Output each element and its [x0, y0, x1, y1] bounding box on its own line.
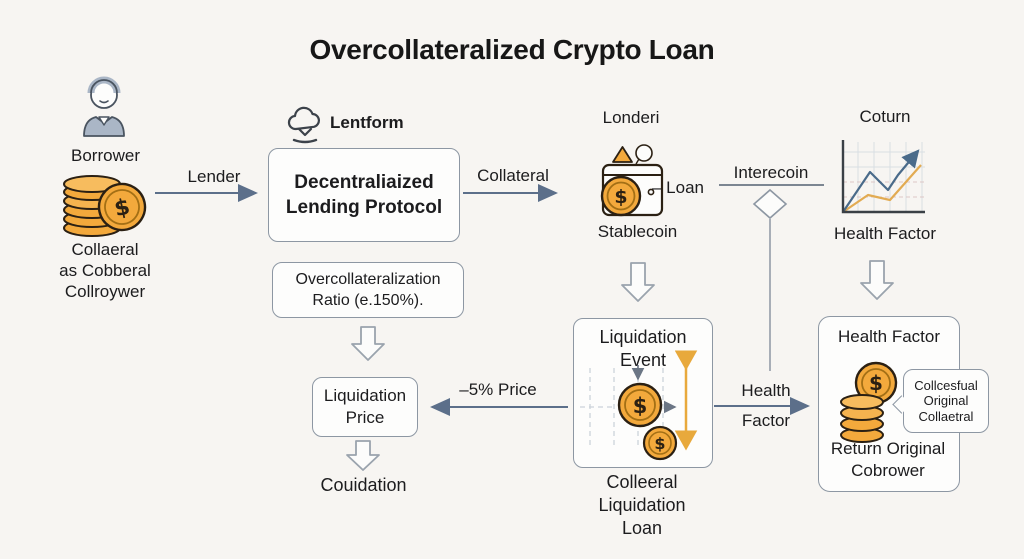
speech-bubble: Collcesfual Original Collaetral — [903, 369, 989, 433]
liquidation-price-text: Liquidation Price — [323, 386, 407, 427]
londeri-label: Londeri — [602, 108, 660, 127]
svg-text:$: $ — [654, 434, 665, 453]
liquidation-event-caption: Colleeral Liquidation Loan — [598, 472, 686, 538]
chart-title: Coturn — [859, 107, 911, 126]
liquidation-event-graphic: $ $ — [580, 350, 698, 461]
couidation-label: Couidation — [320, 475, 407, 495]
lending-protocol-text: Decentraliaized Lending Protocol — [285, 172, 443, 218]
ratio-text: Overcollateralization Ratio (e.150%). — [295, 271, 441, 309]
orange-series-line — [842, 164, 922, 213]
lending-protocol-box: Decentraliaized Lending Protocol — [268, 148, 460, 242]
ratio-box: Overcollateralization Ratio (e.150%). — [272, 262, 464, 318]
svg-text:$: $ — [869, 371, 883, 395]
down-block-arrow-stablecoin — [621, 262, 655, 302]
coin-stack-icon: $ — [840, 361, 898, 443]
chart-caption: Health Factor — [833, 224, 937, 243]
blue-series-line — [842, 149, 920, 213]
health-factor-arrow-label-top: Health — [741, 381, 791, 400]
down-block-arrow-ratio — [351, 326, 385, 361]
speech-bubble-text: Collcesfual Original Collaetral — [914, 377, 978, 424]
liquidation-price-box: Liquidation Price — [312, 377, 418, 437]
collateral-stack-label: Collaeral as Cobberal Collroywer — [59, 240, 151, 301]
down-block-arrow-price — [346, 440, 380, 471]
lender-arrow-label: Lender — [187, 167, 241, 186]
interest-arrow-label: Interecoin — [733, 163, 809, 182]
svg-text:$: $ — [112, 195, 132, 223]
svg-text:$: $ — [633, 394, 648, 418]
collateral-arrow-label: Collateral — [477, 166, 549, 185]
platform-label: Lentform — [330, 113, 404, 132]
page-title: Overcollateralized Crypto Loan — [309, 34, 715, 65]
svg-text:$: $ — [614, 186, 627, 208]
triangle-icon — [612, 146, 633, 163]
person-icon — [83, 76, 125, 137]
cloud-platform-icon — [287, 106, 320, 144]
diamond-connector — [752, 188, 788, 220]
health-factor-box-title: Health Factor — [837, 327, 941, 346]
stablecoin-label: Stablecoin — [597, 222, 678, 241]
mini-bubble-icon — [635, 144, 653, 162]
health-factor-arrow-label-bottom: Factor — [741, 411, 791, 430]
wallet-icon: $ — [600, 144, 664, 217]
line-chart-icon — [841, 140, 925, 214]
borrower-label: Borrower — [71, 146, 140, 165]
price-drop-label: –5% Price — [459, 380, 537, 399]
health-factor-box-caption: Return Original Cobrower — [830, 439, 946, 480]
loan-label: – Loan — [652, 178, 704, 197]
liquidation-event-title: Liquidation Event — [599, 327, 687, 370]
chart-axes — [841, 140, 925, 214]
down-block-arrow-healthfactor — [860, 260, 894, 300]
coins-icon: $ — [63, 175, 147, 237]
